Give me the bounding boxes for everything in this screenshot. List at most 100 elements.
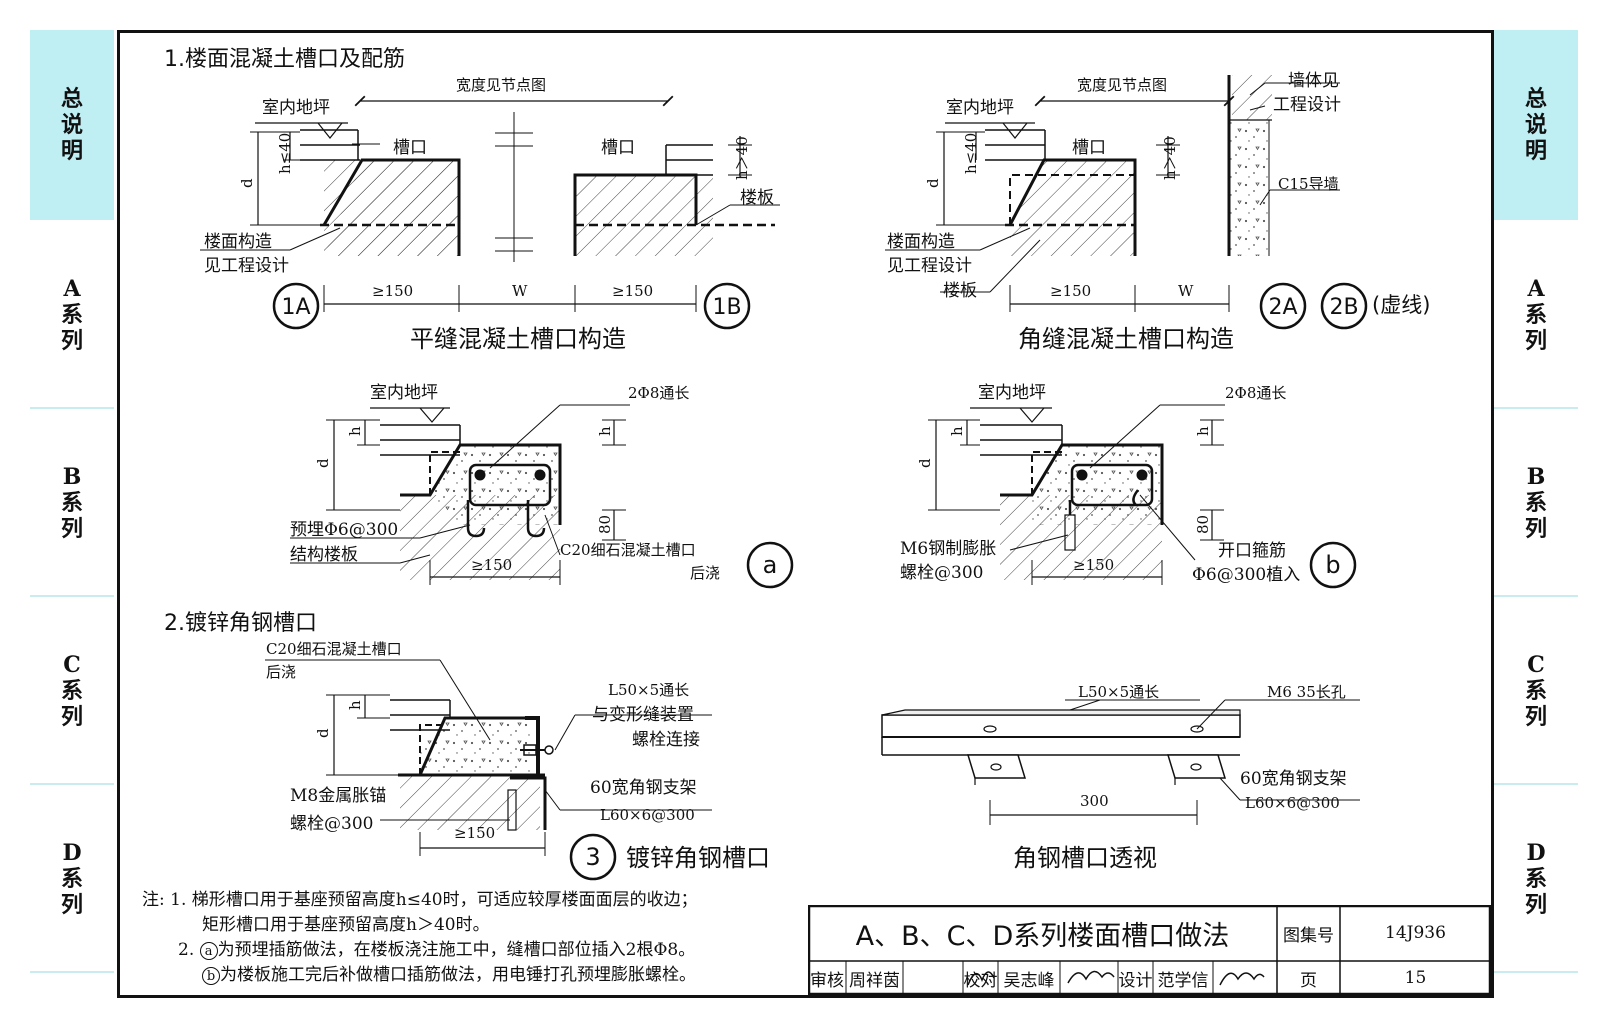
note-1-line-b: 矩形槽口用于基座预留高度h＞40时。 <box>202 915 490 935</box>
design-label: 设计 <box>1118 970 1153 991</box>
side-tab-a-right[interactable]: A系列 <box>1494 222 1578 407</box>
fig-flat-caption: 平缝混凝土槽口构造 <box>410 325 626 353</box>
fig-flat-mark-1a: 1A <box>281 295 310 320</box>
note-2-mark-b: b <box>202 966 220 985</box>
fig-corner-groove: 槽口 <box>1072 138 1106 158</box>
fig-persp-caption: 角钢槽口透视 <box>1013 844 1157 872</box>
review-name: 周祥茵 <box>849 970 900 991</box>
fig-b-bolt-1: M6钢制膨胀 <box>900 539 996 559</box>
side-tab-label: B系列 <box>1524 463 1547 542</box>
side-tab-label: D系列 <box>60 839 83 918</box>
side-tab-label: D系列 <box>1524 839 1547 918</box>
side-tab-b-right[interactable]: B系列 <box>1494 410 1578 595</box>
tab-divider <box>1494 407 1578 409</box>
fig-a-indoor-floor: 室内地坪 <box>370 383 438 403</box>
tab-divider <box>30 783 114 785</box>
fig-corner-mark-2b: 2B <box>1329 295 1358 320</box>
side-tab-general-left[interactable]: 总说明 <box>30 30 114 220</box>
fig-a-embed: 预埋Φ6@300 <box>290 520 398 540</box>
side-tab-label: 总说明 <box>60 86 83 164</box>
fig-corner-h-le: h≤40 <box>962 133 980 174</box>
fig-b-eighty: 80 <box>1194 515 1212 534</box>
fig-3-angle-3: 螺栓连接 <box>632 730 700 750</box>
fig-persp-hole: M6 35长孔 <box>1267 683 1346 701</box>
fig-b-bolt-2: 螺栓@300 <box>900 563 983 583</box>
drawing-title: A、B、C、D系列楼面槽口做法 <box>855 920 1230 952</box>
fig-b-rebar: 2Φ8通长 <box>1225 384 1286 402</box>
side-tab-d-left[interactable]: D系列 <box>30 786 114 971</box>
fig-b-d: d <box>916 458 934 468</box>
side-tab-d-right[interactable]: D系列 <box>1494 786 1578 971</box>
fig-flat-floor-build-2: 见工程设计 <box>204 256 289 276</box>
fig-a-mark: a <box>763 551 778 579</box>
fig-flat-ge150-b: ≥150 <box>612 282 653 300</box>
fig-persp-bracket-2: L60×6@300 <box>1245 794 1340 812</box>
side-tab-label: A系列 <box>60 275 83 354</box>
check-label: 校对 <box>963 970 998 991</box>
checker-signature <box>1067 970 1115 984</box>
review-label: 审核 <box>810 970 844 991</box>
fig-corner-joint <box>885 75 1368 330</box>
fig-flat-width-note: 宽度见节点图 <box>456 76 546 94</box>
fig-a-h: h <box>346 426 364 436</box>
fig-3-d: d <box>314 728 332 738</box>
tab-divider <box>1494 971 1578 973</box>
tab-divider <box>30 595 114 597</box>
fig-a-d: d <box>314 458 332 468</box>
side-tab-c-left[interactable]: C系列 <box>30 598 114 783</box>
fig-flat-groove: 槽口 <box>393 138 427 158</box>
fig-flat-indoor-floor: 室内地坪 <box>262 98 330 118</box>
fig-persp-angle: L50×5通长 <box>1078 683 1159 701</box>
fig-b-indoor-floor: 室内地坪 <box>978 383 1046 403</box>
fig-corner-mark-2a: 2A <box>1268 295 1297 320</box>
section2-heading: 2.镀锌角钢槽口 <box>164 611 317 636</box>
fig-corner-indoor-floor: 室内地坪 <box>946 98 1014 118</box>
title-block: A、B、C、D系列楼面槽口做法 图集号 14J936 审核 周祥茵 校对 吴志峰… <box>808 905 1491 995</box>
fig-a-h-right: h <box>596 426 614 436</box>
fig-corner-d: d <box>924 178 942 188</box>
fig-corner-wall-2: 工程设计 <box>1273 95 1341 115</box>
fig-a-eighty: 80 <box>596 515 614 534</box>
fig-flat-w: W <box>512 282 528 300</box>
fig-flat-ge150-a: ≥150 <box>372 282 413 300</box>
atlas-label: 图集号 <box>1283 925 1334 946</box>
note-1-num: 1. <box>170 890 187 910</box>
fig-3-anchor-2: 螺栓@300 <box>290 814 373 834</box>
fig-3-bracket-2: L60×6@300 <box>600 806 695 824</box>
fig-corner-floor-build-2: 见工程设计 <box>887 256 972 276</box>
reviewer-signature <box>967 971 995 986</box>
side-tab-a-left[interactable]: A系列 <box>30 222 114 407</box>
fig-3-mark: 3 <box>585 843 600 871</box>
fig-flat-slab: 楼板 <box>740 188 774 208</box>
tab-divider <box>1494 595 1578 597</box>
note-2-mark-a: a <box>199 941 218 960</box>
side-tab-general-right[interactable]: 总说明 <box>1494 30 1578 220</box>
fig-a-struct-slab: 结构楼板 <box>290 545 358 565</box>
fig-3-concrete-2: 后浇 <box>266 663 296 681</box>
note-2-line-b: 为楼板施工完后补做槽口插筋做法，用电锤打孔预埋膨胀螺栓。 <box>220 965 696 985</box>
tab-divider <box>1494 783 1578 785</box>
note-2-line-a: 为预埋插筋做法，在楼板浇注施工中，缝槽口部位插入2根Φ8。 <box>217 940 696 960</box>
side-tab-b-left[interactable]: B系列 <box>30 410 114 595</box>
fig-a-ge150: ≥150 <box>471 556 512 574</box>
fig-flat-h-gt: h＞40 <box>733 136 751 180</box>
fig-b-h-right: h <box>1194 426 1212 436</box>
fig-persp-drawing <box>881 699 1360 825</box>
fig-b-h: h <box>948 426 966 436</box>
notes-block: 注: 1. 梯形槽口用于基座预留高度h≤40时，可适应较厚楼面面层的收边； 矩形… <box>142 888 792 988</box>
side-tab-c-right[interactable]: C系列 <box>1494 598 1578 783</box>
fig-corner-slab: 楼板 <box>943 281 977 301</box>
fig-corner-guide-wall: C15导墙 <box>1278 175 1339 193</box>
drawing-sheet-frame <box>117 30 1494 998</box>
note-1-line-a: 梯形槽口用于基座预留高度h≤40时，可适应较厚楼面面层的收边； <box>191 890 698 910</box>
fig-b-drawing <box>928 404 1357 589</box>
side-tab-label: 总说明 <box>1524 86 1547 164</box>
fig-b-stirrup-2: Φ6@300植入 <box>1192 565 1300 585</box>
fig-b-stirrup-1: 开口箍筋 <box>1218 541 1286 561</box>
fig-a-drawing <box>290 404 794 589</box>
fig-3-ge150: ≥150 <box>454 824 495 842</box>
fig-3-concrete-1: C20细石混凝土槽口 <box>266 640 402 658</box>
note-2-num: 2. <box>178 940 195 960</box>
fig-corner-dashed-note: (虚线) <box>1372 293 1430 317</box>
fig-corner-caption: 角缝混凝土槽口构造 <box>1018 325 1234 353</box>
